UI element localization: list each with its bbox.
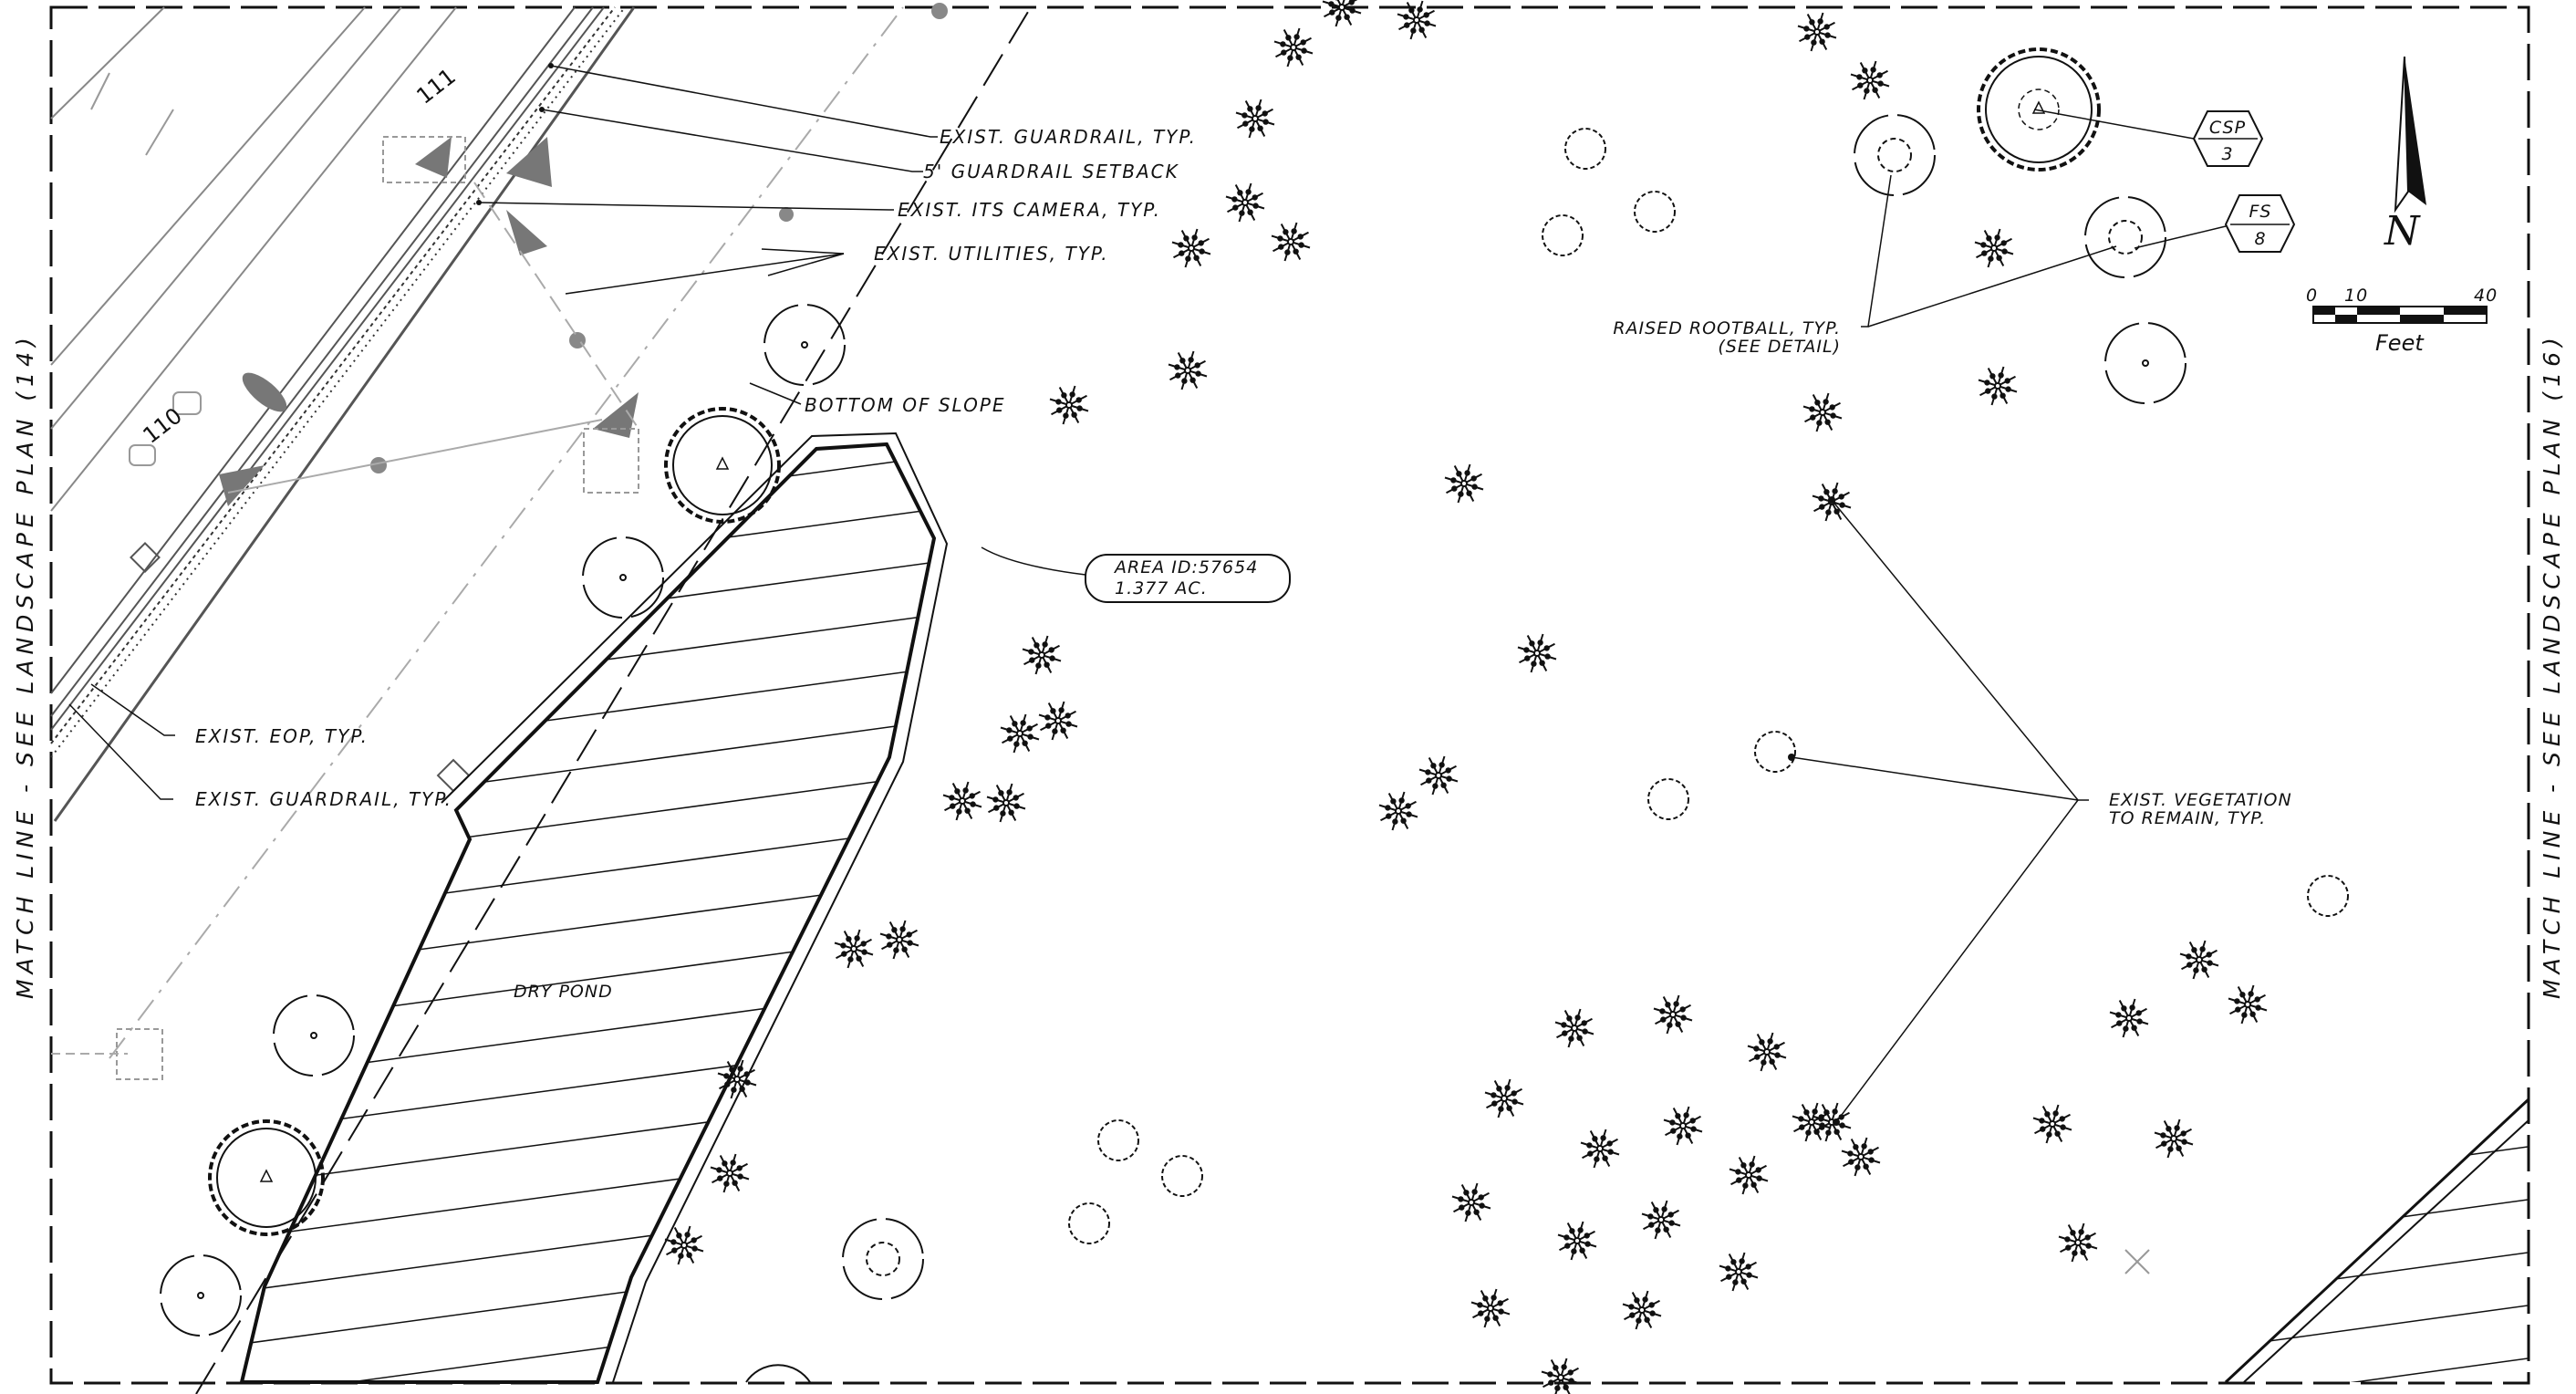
north-arrow-icon: N	[2384, 56, 2426, 255]
area-tag: AREA ID:57654 1.377 AC.	[1085, 554, 1291, 603]
star-shrub-icon	[1397, 0, 1437, 40]
star-shrub-icon	[2032, 1104, 2072, 1144]
star-shrub-icon	[1747, 1032, 1787, 1072]
star-shrub-icon	[2179, 940, 2219, 980]
area-tag-id: AREA ID:57654	[1113, 557, 1258, 577]
star-shrub-icon	[1974, 228, 2014, 268]
star-shrub-icon	[717, 1059, 757, 1099]
star-shrub-icon	[1850, 60, 1890, 100]
star-shrub-icon	[1171, 228, 1211, 268]
plant-tag-csp-code: CSP	[2209, 118, 2246, 138]
scale-bar: 0 10 40 Feet	[2306, 286, 2498, 356]
north-arrow-label: N	[2384, 208, 2421, 255]
star-shrub-icon	[710, 1153, 750, 1193]
star-shrub-icon	[1225, 182, 1265, 223]
star-shrub-icon	[1663, 1106, 1703, 1146]
scale-tick-40: 40	[2474, 286, 2498, 306]
star-shrub-icon	[1622, 1290, 1662, 1330]
star-shrub-icon	[1802, 392, 1843, 432]
station-111: 111	[411, 63, 460, 109]
rootball-tree-1	[664, 407, 781, 524]
star-shrub-icon	[942, 781, 982, 821]
sheet-border	[49, 5, 2530, 1385]
star-shrubs	[664, 0, 2268, 1394]
star-shrub-icon	[1719, 1252, 1759, 1292]
dry-pond	[239, 432, 949, 1384]
rootball-tree-2	[208, 1119, 325, 1236]
leaders	[68, 65, 2227, 1123]
star-shrub-icon	[834, 929, 874, 969]
star-shrub-icon	[1653, 994, 1693, 1035]
area-tag-acres: 1.377 AC.	[1115, 578, 1208, 598]
star-shrub-icon	[2109, 998, 2149, 1038]
star-shrub-icon	[1235, 99, 1275, 139]
star-shrub-icon	[1451, 1182, 1491, 1222]
star-shrub-icon	[1322, 0, 1362, 27]
station-110: 110	[138, 402, 186, 448]
scale-tick-0: 0	[2306, 286, 2318, 306]
dry-pond-label: DRY POND	[514, 982, 613, 1002]
star-shrub-icon	[1641, 1200, 1681, 1240]
plant-tag-fs-qty: 8	[2254, 229, 2266, 249]
star-shrub-icon	[1978, 366, 2018, 406]
star-shrub-icon	[1444, 463, 1484, 504]
callout-vegetation-remain: TO REMAIN, TYP.	[2109, 808, 2266, 828]
callout-guardrail-top: EXIST. GUARDRAIL, TYP.	[940, 126, 1197, 148]
star-shrub-icon	[1000, 713, 1040, 754]
star-shrub-icon	[2154, 1118, 2194, 1159]
star-shrub-icon	[1841, 1137, 1881, 1177]
star-shrub-icon	[1378, 791, 1418, 831]
star-shrub-icon	[1049, 385, 1089, 425]
star-shrub-icon	[664, 1225, 704, 1265]
its-camera-symbols	[51, 3, 948, 1080]
leader-arrowheads	[476, 63, 1840, 1126]
callout-raised-rootball-detail: (SEE DETAIL)	[1718, 337, 1841, 357]
callout-utilities: EXIST. UTILITIES, TYP.	[874, 243, 1109, 265]
scale-units: Feet	[2375, 330, 2425, 356]
existing-shrubs	[1068, 128, 2349, 1244]
star-shrub-icon	[879, 920, 919, 960]
star-shrub-icon	[1797, 12, 1837, 52]
star-shrub-icon	[1470, 1288, 1511, 1328]
star-shrub-icon	[1271, 222, 1311, 262]
star-shrub-icon	[1273, 27, 1314, 68]
star-shrub-icon	[1729, 1155, 1769, 1195]
plant-tag-csp: CSP 3	[2192, 110, 2264, 167]
rootball-tree-csp	[1977, 47, 2101, 172]
star-shrub-icon	[1792, 1102, 1832, 1142]
plant-tag-csp-qty: 3	[2221, 144, 2233, 164]
match-line-right: MATCH LINE - SEE LANDSCAPE PLAN (16)	[2539, 332, 2565, 999]
star-shrub-icon	[1554, 1008, 1594, 1048]
star-shrub-icon	[1168, 350, 1208, 390]
callout-its-camera: EXIST. ITS CAMERA, TYP.	[898, 199, 1161, 221]
star-shrub-icon	[986, 783, 1026, 823]
star-shrub-icon	[1541, 1358, 1581, 1394]
callout-bottom-of-slope: BOTTOM OF SLOPE	[805, 394, 1006, 416]
scale-tick-10: 10	[2344, 286, 2368, 306]
callout-raised-rootball: RAISED ROOTBALL, TYP.	[1613, 318, 1841, 338]
canopy-trees	[160, 114, 2186, 1383]
x-mark	[2124, 1249, 2150, 1274]
plant-tag-fs: FS 8	[2224, 194, 2296, 253]
star-shrub-icon	[2228, 984, 2268, 1025]
star-shrub-icon	[1418, 755, 1459, 796]
adjacent-pond	[2224, 1098, 2530, 1384]
star-shrub-icon	[1484, 1078, 1524, 1118]
star-shrub-icon	[1038, 701, 1078, 741]
match-line-left: MATCH LINE - SEE LANDSCAPE PLAN (14)	[12, 332, 38, 999]
callout-guardrail-bottom: EXIST. GUARDRAIL, TYP.	[195, 788, 452, 810]
callout-vegetation: EXIST. VEGETATION	[2109, 790, 2292, 810]
star-shrub-icon	[1517, 633, 1557, 673]
roadway	[50, 6, 1032, 1394]
star-shrub-icon	[1580, 1129, 1620, 1169]
callout-eop: EXIST. EOP, TYP.	[195, 725, 369, 747]
star-shrub-icon	[1557, 1221, 1597, 1261]
callout-guardrail-setback: 5' GUARDRAIL SETBACK	[923, 161, 1179, 182]
plant-tag-fs-code: FS	[2249, 202, 2272, 222]
star-shrub-icon	[1022, 635, 1062, 675]
star-shrub-icon	[2058, 1222, 2098, 1263]
